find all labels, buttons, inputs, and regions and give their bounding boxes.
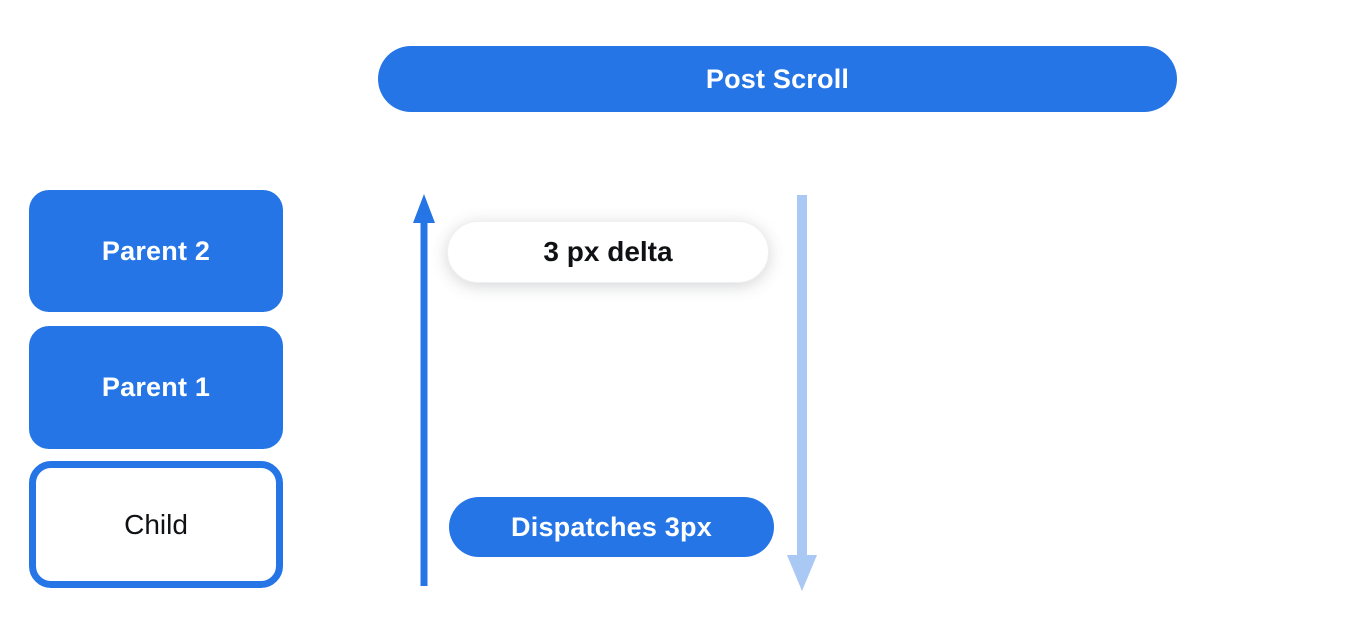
delta-label: 3 px delta [543,236,673,267]
child-label: Child [124,508,188,540]
arrow-up-icon [413,194,435,586]
child-box: Child [29,461,283,588]
parent2-box: Parent 2 [29,190,283,312]
parent1-label: Parent 1 [101,372,211,402]
arrow-down-icon [787,195,817,591]
dispatch-pill: Dispatches 3px [449,497,774,557]
delta-pill: 3 px delta [447,221,769,283]
dispatch-label: Dispatches 3px [511,511,712,542]
post-scroll-label: Post Scroll [705,63,850,94]
parent2-label: Parent 2 [101,235,211,266]
post-scroll-banner: Post Scroll [378,46,1177,112]
parent1-box: Parent 1 [29,326,283,449]
